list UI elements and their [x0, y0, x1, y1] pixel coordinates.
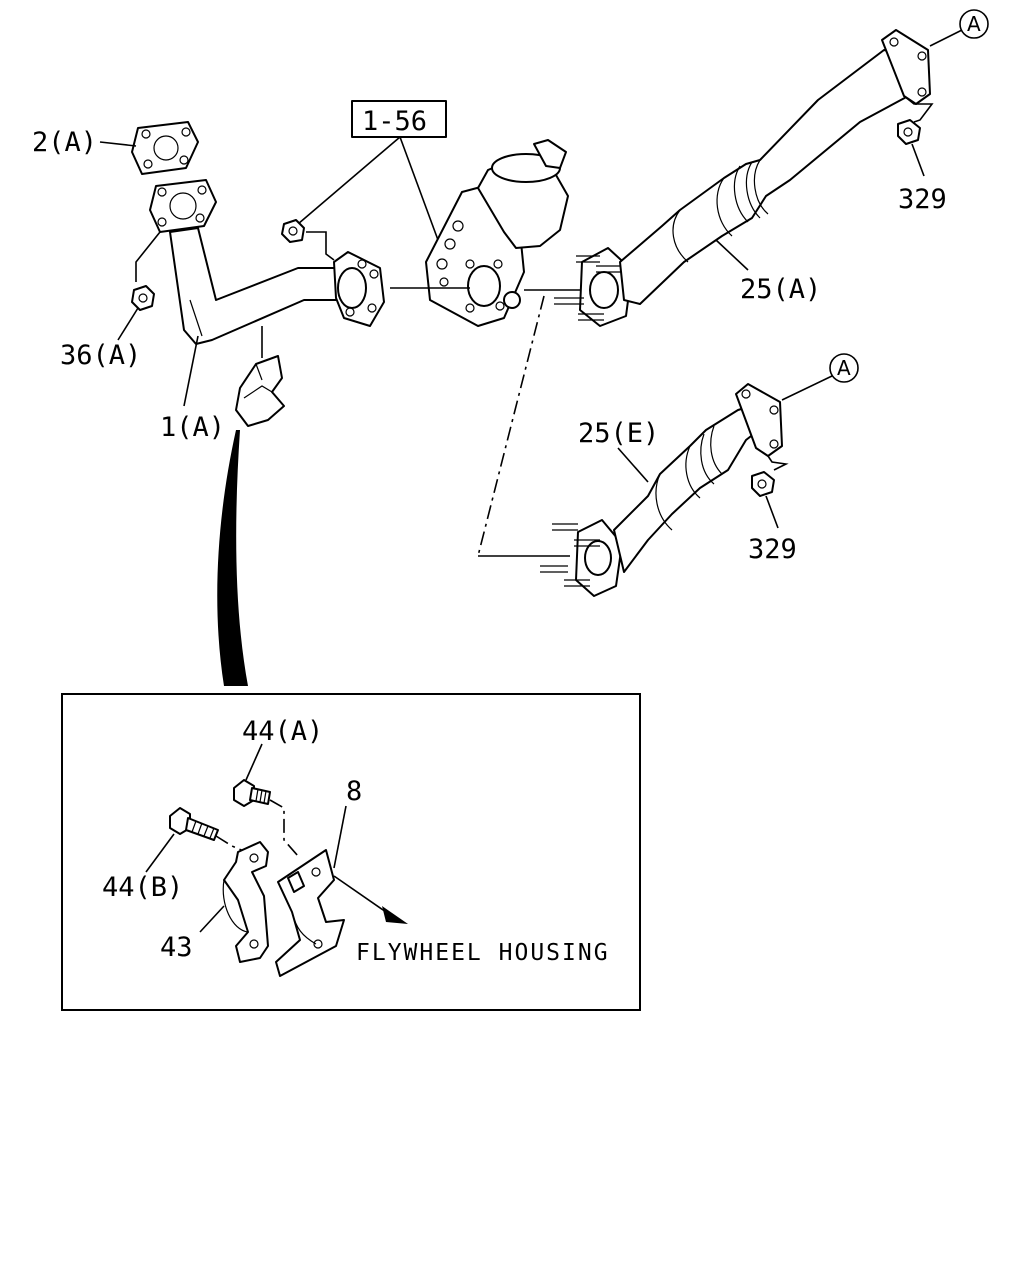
- exhaust-pipe-25e[interactable]: [540, 383, 783, 597]
- nut-36a[interactable]: [131, 285, 155, 311]
- exhaust-brake-unit[interactable]: [425, 139, 569, 327]
- nut-329-bottom[interactable]: [751, 471, 775, 497]
- label-329-top: 329: [898, 184, 947, 215]
- bolt-44b[interactable]: [169, 807, 219, 841]
- small-nut[interactable]: [281, 219, 305, 243]
- label-44b: 44(B): [102, 872, 183, 903]
- label-44a: 44(A): [242, 716, 323, 747]
- label-1a: 1(A): [160, 412, 225, 443]
- label-1-56: 1-56: [362, 106, 427, 137]
- bracket-8[interactable]: [275, 849, 345, 977]
- clamp-43[interactable]: [222, 841, 269, 963]
- detail-pointer: [217, 430, 248, 686]
- front-pipe-1a[interactable]: [149, 179, 385, 345]
- exhaust-pipe-25a[interactable]: [554, 29, 931, 327]
- label-36a: 36(A): [60, 340, 141, 371]
- detail-box: [61, 693, 641, 1011]
- gasket-2a[interactable]: [131, 121, 199, 175]
- flywheel-arrow: [382, 906, 408, 924]
- label-8: 8: [346, 776, 362, 807]
- label-a-top: A: [967, 12, 981, 36]
- connector-a-top[interactable]: [959, 9, 989, 39]
- label-43: 43: [160, 932, 193, 963]
- label-25a: 25(A): [740, 274, 821, 305]
- nut-329-top[interactable]: [897, 119, 921, 145]
- label-2a: 2(A): [32, 127, 97, 158]
- ref-box-1-56[interactable]: [351, 100, 447, 138]
- pipe-clamp[interactable]: [235, 355, 285, 427]
- label-25e: 25(E): [578, 418, 659, 449]
- label-329-bottom: 329: [748, 534, 797, 565]
- label-flywheel-housing: FLYWHEEL HOUSING: [356, 940, 610, 966]
- label-a-mid: A: [837, 356, 851, 380]
- connector-a-mid[interactable]: [829, 353, 859, 383]
- bolt-44a[interactable]: [233, 779, 271, 807]
